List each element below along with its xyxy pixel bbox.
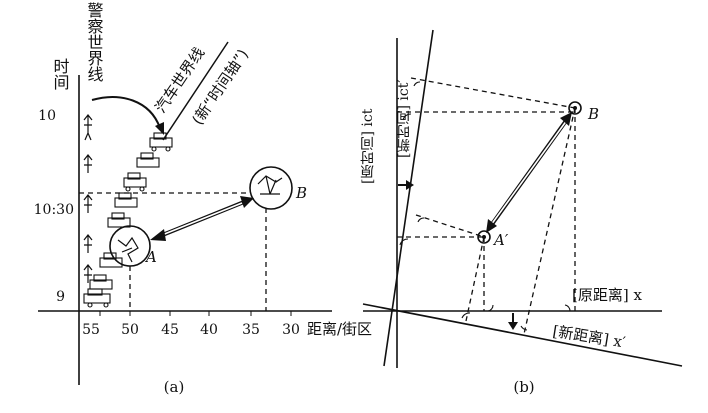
police-figures — [83, 114, 93, 283]
car-sketches — [83, 132, 173, 308]
event-b-sketch — [257, 175, 283, 195]
angle-marks — [399, 81, 571, 331]
new-distance-label: [新距离] x′ — [551, 322, 627, 351]
orig-distance-label: [原距离] x — [572, 286, 642, 304]
event-b-label-b: B — [587, 105, 599, 123]
pointer-curve-arrow — [91, 96, 161, 129]
new-time-axis-label: [新时间] ict′ — [396, 80, 412, 159]
x-axis-label: 距离/街区 — [307, 320, 372, 338]
x-tick-45: 45 — [161, 322, 179, 338]
new-distance-axis — [362, 303, 683, 367]
pointer-arrowhead — [155, 122, 164, 135]
police-worldline-label: 警察世界线 — [85, 2, 104, 82]
rotation-arrows — [398, 180, 518, 330]
x-tick-30: 30 — [282, 322, 300, 338]
event-a-prime-label: A′ — [492, 231, 509, 249]
caption-a: (a) — [164, 378, 185, 396]
ab-prime-interval-arrow — [486, 112, 572, 233]
panel-b: [原时间] ict [新时间] ict′ [原距离] x [新距离] x′ B … — [360, 29, 683, 396]
event-a-label: A — [144, 248, 157, 266]
caption-b: (b) — [513, 378, 534, 396]
event-a-sketch — [117, 236, 139, 263]
event-b-marker — [249, 166, 293, 210]
car-worldline — [162, 41, 229, 141]
x-tick-35: 35 — [242, 322, 260, 338]
y-tick-9: 9 — [56, 289, 65, 305]
panel-a: 时间 警察世界线 10 10:30 9 55 50 45 40 35 30 距离… — [34, 2, 372, 396]
x-tick-55: 55 — [82, 322, 100, 338]
x-ticks: 55 50 45 40 35 30 — [82, 311, 300, 338]
panel-a-dashed-guides — [79, 192, 267, 311]
orig-time-axis-label: [原时间] ict — [360, 108, 376, 184]
panel-b-dashed-guides — [397, 77, 576, 335]
x-tick-50: 50 — [121, 322, 139, 338]
x-tick-40: 40 — [200, 322, 218, 338]
ab-interval-arrow — [150, 196, 254, 241]
y-tick-10: 10 — [38, 108, 56, 124]
event-b-label: B — [295, 184, 307, 202]
y-tick-1030: 10:30 — [34, 202, 74, 218]
time-axis-label: 时间 — [51, 58, 70, 91]
event-a-marker — [109, 225, 151, 267]
